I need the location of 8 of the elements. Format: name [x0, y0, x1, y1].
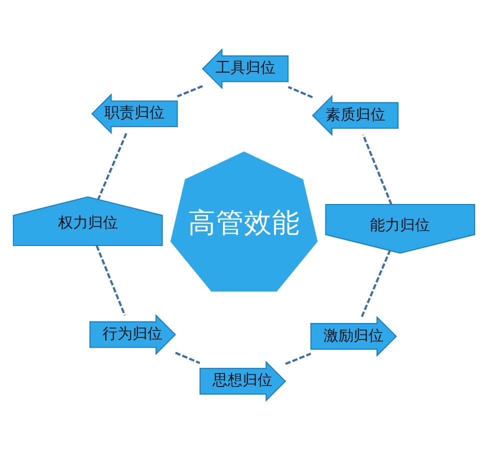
connector: [95, 244, 126, 316]
connector: [174, 351, 200, 364]
connector: [96, 132, 127, 200]
connector: [362, 134, 392, 204]
connector: [176, 84, 202, 97]
connector: [287, 85, 312, 98]
connector: [284, 352, 311, 364]
connector: [360, 250, 390, 317]
